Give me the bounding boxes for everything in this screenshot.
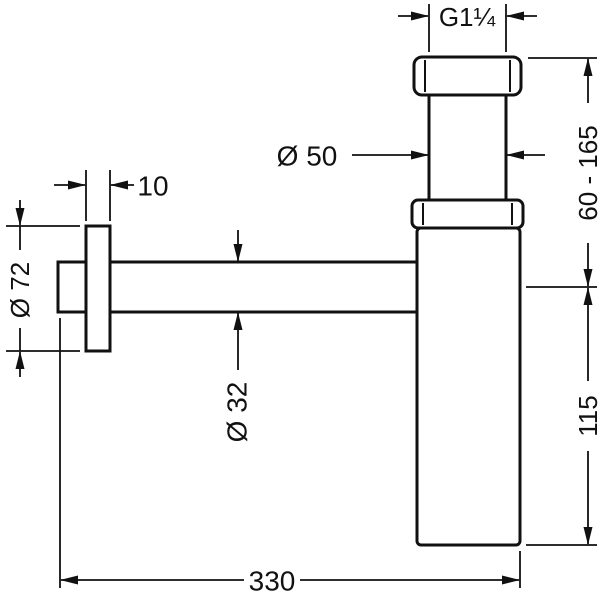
body-height-label: 115 (573, 395, 600, 436)
wall-stub (56, 260, 88, 314)
dim-pipe-diameter: Ø 32 (222, 230, 253, 442)
flange-thickness-label: 10 (137, 171, 168, 202)
total-length-label: 330 (249, 566, 296, 597)
top-nut (412, 55, 523, 97)
dim-body-height: 115 (526, 287, 600, 546)
height-range-label: 60 - 165 (573, 125, 600, 220)
dim-flange-diameter: Ø 72 (4, 200, 80, 377)
lock-nut (410, 198, 525, 230)
dim-thread: G1¼ (398, 2, 537, 52)
wall-flange (84, 224, 112, 353)
thread-label: G1¼ (439, 2, 496, 32)
trap-body (415, 226, 522, 547)
diameter-50-label: Ø 50 (277, 141, 338, 172)
part-outline (56, 55, 525, 547)
flange-diameter-label: Ø 72 (5, 262, 35, 318)
dim-flange-thickness: 10 (54, 170, 169, 221)
dim-height-range: 60 - 165 (526, 57, 600, 288)
dim-diameter-50: Ø 50 (277, 141, 545, 172)
pipe-diameter-label: Ø 32 (222, 382, 253, 443)
dim-total-length: 330 (59, 318, 521, 597)
